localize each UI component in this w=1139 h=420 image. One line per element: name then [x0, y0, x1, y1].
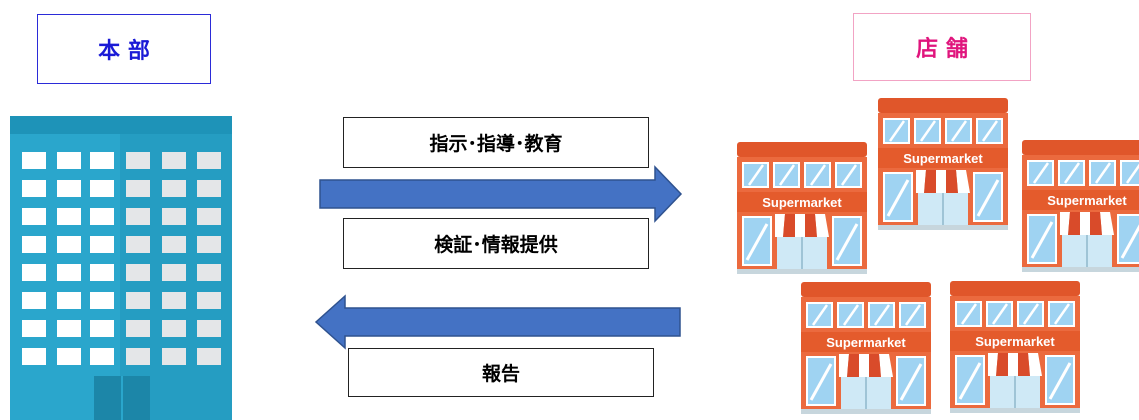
- building-window: [162, 180, 186, 197]
- headquarters-title-box: 本 部: [37, 14, 211, 84]
- building-window: [22, 348, 46, 365]
- building-window: [22, 236, 46, 253]
- building-window: [57, 292, 81, 309]
- building-window: [162, 292, 186, 309]
- store-5-sign: Supermarket: [975, 334, 1055, 349]
- headquarters-building-icon: [10, 116, 232, 420]
- building-window: [57, 236, 81, 253]
- stores-title-box: 店 舗: [853, 13, 1031, 81]
- building-window: [22, 320, 46, 337]
- store-3-sign: Supermarket: [1047, 193, 1127, 208]
- building-window: [57, 320, 81, 337]
- building-window: [162, 208, 186, 225]
- building-window: [197, 208, 221, 225]
- building-window: [197, 236, 221, 253]
- building-window: [197, 320, 221, 337]
- building-window: [197, 292, 221, 309]
- building-window: [197, 180, 221, 197]
- building-window: [162, 264, 186, 281]
- building-window: [57, 348, 81, 365]
- report-label: 報告: [481, 363, 520, 385]
- building-window: [162, 236, 186, 253]
- building-window: [22, 180, 46, 197]
- store-2-sign: Supermarket: [762, 195, 842, 210]
- building-window: [90, 180, 114, 197]
- store-icon-3: Supermarket: [1020, 138, 1139, 274]
- building-window: [22, 292, 46, 309]
- building-window: [126, 292, 150, 309]
- instruction-label: 指示･指導･教育: [429, 133, 563, 155]
- instruction-label-box: 指示･指導･教育: [343, 117, 649, 168]
- building-window: [126, 264, 150, 281]
- building-window: [90, 236, 114, 253]
- building-window: [162, 348, 186, 365]
- to-hq-arrow: [314, 294, 681, 350]
- to-stores-arrow: [319, 165, 683, 223]
- building-window: [197, 348, 221, 365]
- verification-label: 検証･情報提供: [434, 234, 558, 256]
- building-window: [126, 320, 150, 337]
- store-icon-1: Supermarket: [876, 96, 1010, 232]
- building-window: [126, 236, 150, 253]
- building-window: [57, 180, 81, 197]
- building-window: [90, 320, 114, 337]
- verification-label-box: 検証･情報提供: [343, 218, 649, 269]
- building-window: [126, 152, 150, 169]
- building-window: [57, 208, 81, 225]
- store-4-sign: Supermarket: [826, 335, 906, 350]
- building-window: [90, 152, 114, 169]
- store-icon-2: Supermarket: [735, 140, 869, 276]
- building-window: [126, 180, 150, 197]
- building-window: [126, 348, 150, 365]
- report-label-box: 報告: [348, 348, 654, 397]
- building-window: [162, 320, 186, 337]
- building-window: [197, 264, 221, 281]
- building-window: [57, 152, 81, 169]
- building-window: [57, 264, 81, 281]
- building-window: [90, 208, 114, 225]
- building-window: [90, 292, 114, 309]
- building-window: [197, 152, 221, 169]
- store-icon-5: Supermarket: [948, 279, 1082, 415]
- building-window: [162, 152, 186, 169]
- store-icon-4: Supermarket: [799, 280, 933, 416]
- building-window: [22, 264, 46, 281]
- building-window: [22, 152, 46, 169]
- building-window: [22, 208, 46, 225]
- stores-title: 店 舗: [916, 37, 968, 62]
- headquarters-title: 本 部: [98, 39, 150, 64]
- store-1-sign: Supermarket: [903, 151, 983, 166]
- building-window: [126, 208, 150, 225]
- building-window: [90, 264, 114, 281]
- building-window: [90, 348, 114, 365]
